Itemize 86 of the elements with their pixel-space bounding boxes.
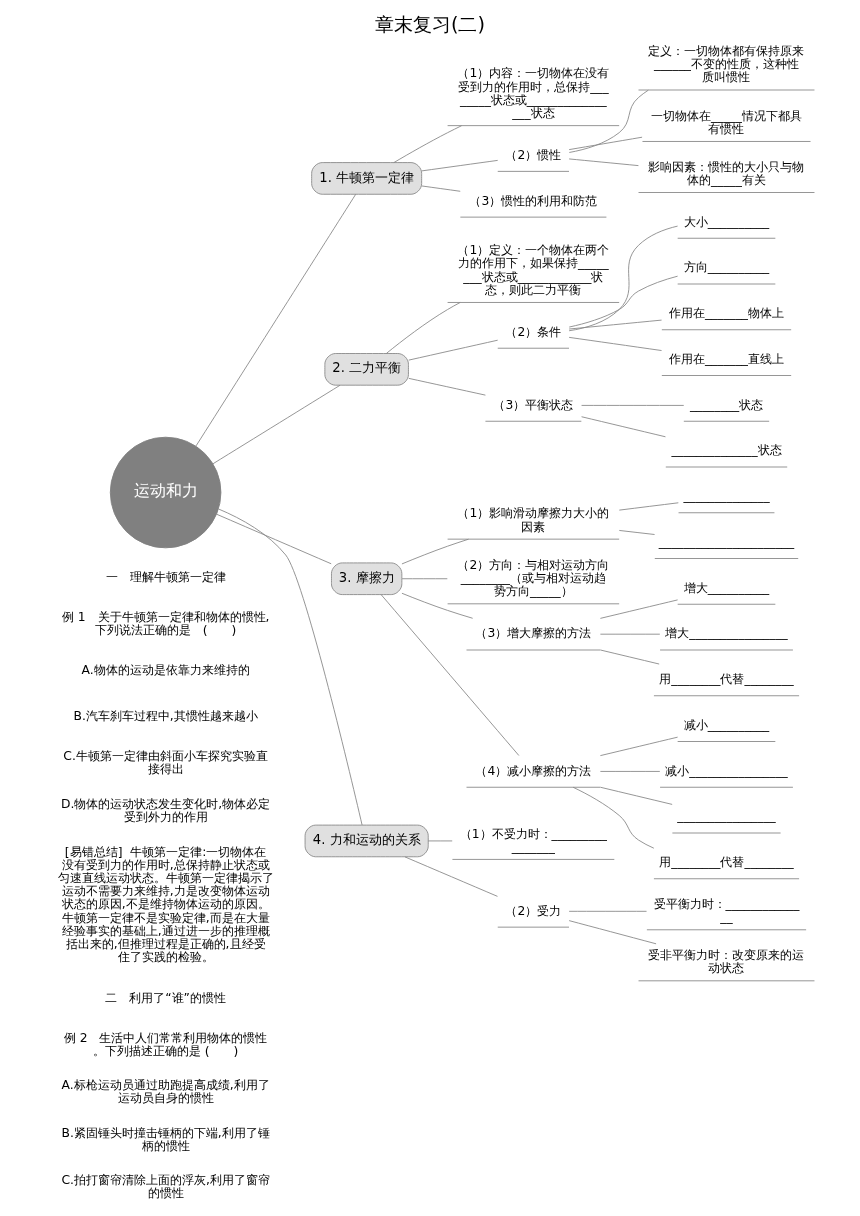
- node-text: （4）减小摩擦的方法: [475, 763, 592, 778]
- node-text: ______________________: [658, 534, 795, 549]
- connector: [568, 275, 679, 328]
- connector: [618, 530, 655, 535]
- node-text: （1）定义：一个物体在两个力的作用下，如果保持________状态或____________状态，则此二力平衡: [457, 243, 610, 297]
- node-text: ______________状态: [671, 443, 782, 458]
- node-text: 方向__________: [683, 260, 770, 275]
- connector: [568, 319, 662, 330]
- node-text: （1）不受力时：________________: [459, 826, 607, 854]
- connector: [212, 384, 341, 465]
- label: 例 1 关于牛顿第一定律和物体的惯性,下列说法正确的是 ( ): [61, 610, 270, 638]
- node-text: （3）平衡状态: [493, 397, 574, 412]
- node-text: 减小__________: [683, 717, 770, 732]
- connector: [599, 649, 660, 665]
- node-text: 减小________________: [665, 763, 788, 778]
- label: C.牛顿第一定律由斜面小车探究实验直接得出: [63, 749, 268, 777]
- node-text: （3）惯性的利用和防范: [469, 193, 598, 208]
- connector: [401, 578, 448, 580]
- connector: [568, 225, 679, 332]
- diagram-title: 章末复习(二): [374, 12, 486, 36]
- node-text: 大小__________: [683, 214, 770, 229]
- label: 二 利用了“谁”的惯性: [105, 990, 226, 1005]
- node-text: 受平衡力时：______________: [653, 896, 800, 925]
- connector: [408, 377, 486, 396]
- node-box: 2. 二力平衡: [324, 353, 409, 386]
- node-text: （1）影响滑动摩擦力大小的因素: [457, 506, 610, 534]
- connector: [401, 538, 469, 565]
- node-text: （2）方向：与相对运动方向________（或与相对运动趋势方向_____）: [457, 557, 610, 599]
- node-text: 增大__________: [683, 580, 770, 595]
- connector: [618, 502, 679, 511]
- connector: [599, 771, 661, 772]
- node-text: ______________: [683, 489, 770, 504]
- node-text: 定义：一切物体都有保持原来______不变的性质，这种性质叫惯性: [648, 43, 805, 85]
- connector: [599, 736, 679, 757]
- connector: [599, 633, 661, 635]
- node-text: 作用在_______直线上: [668, 351, 785, 366]
- node-text: 作用在_______物体上: [668, 306, 785, 321]
- label: [易错总结] 牛顿第一定律:一切物体在没有受到力的作用时,总保持静止状态或匀速直线运动状态。牛顿第一定律揭示了运动不需要力来维持,力是改变物体运动状态的原因,不是维持物体运动的原因。牛顿第一定律不是实验定律,而是在大量经验事实的基础上,通过进一步的推理概括出来的,但推理过程是正确的,且经受住了实践的检验。: [57, 844, 274, 965]
- connector: [393, 125, 463, 163]
- node-text: 一切物体在_____情况下都具有惯性: [651, 108, 802, 136]
- node-text: （1）内容：一切物体在没有受到力的作用时，总保持________状态或________________状态: [457, 66, 610, 121]
- connector: [380, 594, 520, 756]
- node-text: （2）惯性: [505, 147, 562, 162]
- connector: [218, 508, 363, 826]
- label: B.紧固锤头时撞击锤柄的下端,利用了锤柄的惯性: [61, 1125, 270, 1153]
- connector: [216, 513, 332, 565]
- connector: [568, 89, 649, 153]
- connector: [401, 592, 474, 619]
- connector: [386, 302, 461, 354]
- label: 一 理解牛顿第一定律: [105, 570, 226, 585]
- node-text: 受非平衡力时：改变原来的运动状态: [648, 948, 805, 976]
- node-text: 增大________________: [665, 626, 788, 641]
- label: A.标枪运动员通过助跑提高成绩,利用了运动员自身的惯性: [61, 1078, 270, 1106]
- label: 例 2 生活中人们常常利用物体的惯性。下列描述正确的是 ( ): [63, 1030, 268, 1058]
- connector: [421, 159, 499, 172]
- node-circle: 运动和力: [109, 436, 222, 549]
- connector: [568, 920, 657, 945]
- connector: [568, 158, 639, 167]
- node-text: （2）条件: [505, 324, 562, 339]
- connector: [421, 185, 461, 192]
- label: A.物体的运动是依靠力来维持的: [81, 663, 250, 678]
- connector: [568, 910, 647, 912]
- connector: [404, 856, 498, 897]
- node-box: 1. 牛顿第一定律: [311, 162, 423, 195]
- node-text: （3）增大摩擦的方法: [475, 626, 592, 641]
- connector: [568, 136, 643, 151]
- connector: [408, 339, 499, 361]
- node-text: 用________代替________: [659, 855, 794, 870]
- connector: [568, 336, 662, 351]
- node-text: ________状态: [689, 397, 764, 412]
- node-text: 用________代替________: [659, 672, 794, 687]
- label: B.汽车刹车过程中,其惯性越来越小: [73, 709, 258, 724]
- connector: [599, 786, 673, 805]
- connector: [599, 599, 679, 619]
- node-text: 影响因素：惯性的大小只与物体的_____有关: [648, 159, 805, 187]
- label: C.拍打窗帘清除上面的浮灰,利用了窗帘的惯性: [61, 1173, 270, 1201]
- node-box: 4. 力和运动的关系: [304, 824, 429, 858]
- node-text: ________________: [677, 809, 776, 824]
- node-box: 3. 摩擦力: [331, 562, 403, 596]
- connector: [572, 786, 655, 849]
- connector: [195, 193, 357, 447]
- node-text: （2）受力: [505, 903, 562, 918]
- label: D.物体的运动状态发生变化时,物体必定受到外力的作用: [60, 796, 271, 824]
- connector: [581, 405, 685, 406]
- connector: [581, 416, 666, 438]
- connector: [427, 840, 453, 842]
